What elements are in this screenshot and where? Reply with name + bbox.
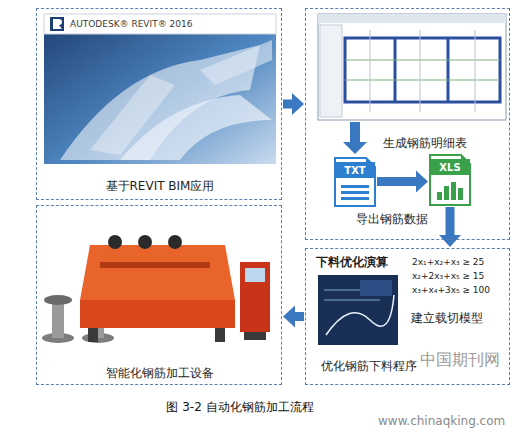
- document-shape: [334, 157, 376, 207]
- rebar-machine-part: [52, 300, 64, 338]
- xls-file-icon: XLS: [429, 154, 471, 206]
- flow-arrow-part: [283, 100, 293, 109]
- figure-caption: 图 3-2 自动化钢筋加工流程: [166, 399, 313, 416]
- node-text: 建立载切模型: [411, 311, 483, 325]
- schedule-screenshot-part: [394, 38, 397, 102]
- flow-arrow: [343, 122, 367, 154]
- node-text: 导出钢筋数据: [356, 212, 428, 226]
- watermark: 中国期刊网: [420, 350, 500, 369]
- schedule-screenshot-part: [345, 80, 500, 81]
- rebar-machine-part: [88, 328, 98, 342]
- flow-arrow: [439, 207, 461, 247]
- flow-arrow-part: [446, 207, 455, 236]
- schedule-screenshot-part: [447, 38, 450, 102]
- flow-arrow: [283, 306, 304, 328]
- optimizer-screenshot-part: [324, 300, 380, 301]
- node-text: 基于REVIT BIM应用: [106, 179, 215, 193]
- document-shape-part: [461, 155, 470, 164]
- optimizer-screenshot-part: [360, 280, 392, 296]
- schedule-screenshot-part: [475, 30, 476, 112]
- flow-arrow-part: [439, 235, 461, 247]
- document-shape-part: [341, 185, 369, 188]
- revit-splash-part: [44, 14, 276, 34]
- node-text: 下料优化演算: [316, 255, 388, 269]
- schedule-screenshot-part: [318, 14, 506, 23]
- formula: 2x₁+x₂+x₃ ≥ 25: [412, 256, 484, 268]
- schedule-screenshot: [318, 14, 506, 120]
- document-shape-part: [341, 197, 369, 200]
- optimizer-screenshot: [318, 275, 398, 345]
- rebar-machine-part: [215, 328, 225, 342]
- document-shape-part: [458, 188, 463, 200]
- revit-splash: [44, 14, 276, 164]
- revit-splash-part: [90, 75, 175, 155]
- schedule-screenshot-part: [420, 30, 421, 112]
- txt-file-icon: TXT: [334, 157, 376, 207]
- rebar-machine-part: [44, 295, 72, 305]
- rebar-machine: [42, 235, 270, 343]
- rebar-machine-part: [100, 262, 210, 268]
- document-shape-part: [335, 158, 375, 206]
- node-text: XLS: [439, 162, 460, 174]
- machine-panel: 智能化钢筋加工设备: [36, 205, 282, 385]
- flow-arrow-part: [294, 312, 304, 321]
- formula: x₂+2x₃+x₅ ≥ 15: [412, 270, 484, 282]
- rebar-machine-part: [80, 300, 235, 328]
- flow-arrow-part: [416, 171, 428, 193]
- node-text: TXT: [344, 165, 365, 177]
- revit-splash-part: [200, 40, 272, 85]
- revit-splash-part: [50, 17, 64, 31]
- formula: x₃+x₄+3x₅ ≥ 100: [412, 284, 490, 296]
- node-text: 优化钢筋下料程序: [321, 359, 417, 373]
- document-shape-part: [444, 186, 449, 200]
- schedule-screenshot-part: [345, 38, 500, 102]
- watermark: www.chinaqking.com: [378, 414, 505, 429]
- revit-splash-part: [53, 19, 62, 29]
- rebar-machine-part: [108, 235, 122, 249]
- document-shape-part: [451, 182, 456, 200]
- rebar-machine-part: [168, 235, 182, 249]
- optimizer-screenshot-part: [326, 295, 394, 335]
- flow-arrow: [283, 93, 304, 115]
- software-title: AUTODESK® REVIT® 2016: [70, 18, 192, 30]
- rebar-machine-part: [80, 245, 235, 300]
- bim-panel: 基于REVIT BIM应用: [36, 8, 282, 200]
- flow-arrow: [377, 171, 428, 193]
- node-text: 生成钢筋明细表: [383, 136, 467, 150]
- document-shape-part: [341, 191, 369, 194]
- rebar-machine-part: [245, 268, 265, 282]
- flow-arrow-part: [377, 177, 417, 186]
- document-shape: [429, 154, 471, 206]
- flow-arrow-part: [292, 93, 304, 115]
- document-shape-part: [437, 192, 442, 200]
- rebar-machine-part: [244, 332, 266, 340]
- rebar-machine-part: [240, 262, 270, 332]
- rebar-machine-part: [138, 235, 152, 249]
- node-text: 智能化钢筋加工设备: [106, 366, 214, 380]
- document-shape-part: [366, 158, 375, 167]
- schedule-panel: 生成钢筋明细表导出钢筋数据 TXT XLS: [305, 8, 510, 240]
- schedule-screenshot-part: [320, 25, 342, 117]
- flow-arrow-part: [283, 306, 295, 328]
- schedule-screenshot-part: [370, 30, 371, 112]
- schedule-screenshot-part: [318, 14, 506, 120]
- optimizer-screenshot-part: [318, 275, 398, 345]
- document-shape-part: [430, 155, 470, 205]
- schedule-screenshot-part: [345, 60, 500, 61]
- revit-splash-part: [44, 14, 276, 164]
